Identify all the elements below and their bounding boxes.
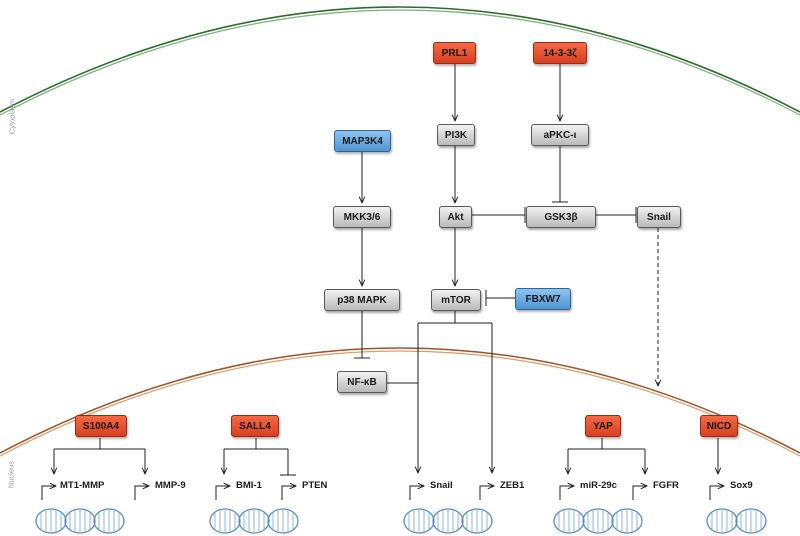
dna-helix-icon: [35, 508, 125, 534]
gene-snail: Snail: [430, 480, 453, 491]
promoter-mir29c: [559, 486, 574, 500]
node-nicd: NICD: [700, 415, 738, 437]
promoter-snail: [409, 486, 424, 500]
cell-membrane-arc-inner: [0, 9, 800, 116]
node-akt: Akt: [439, 206, 472, 228]
node-apkc-iota: aPKC-ι: [531, 124, 589, 146]
gene-sox9: Sox9: [730, 480, 753, 491]
nuclear-membrane-arc-inner: [0, 350, 800, 457]
dna-helix-icon: [706, 508, 767, 534]
dna-helix-icon: [209, 508, 299, 534]
nucleus-label: Nucleus: [6, 460, 16, 489]
gene-zeb1: ZEB1: [500, 480, 525, 491]
dna-helix-icon: [553, 508, 643, 534]
nuclear-membrane-arc: [0, 347, 800, 454]
promoter-mmp9: [134, 486, 149, 500]
cell-membrane-arc: [0, 6, 800, 113]
node-yap: YAP: [585, 415, 621, 437]
node-snail-cytoplasm: Snail: [637, 206, 681, 228]
gene-bmi-1: BMI-1: [236, 480, 262, 491]
node-p38-mapk: p38 MAPK: [324, 289, 400, 311]
cytoplasm-label: Cytoplasm: [7, 98, 17, 135]
node-14-3-3-zeta: 14-3-3ζ: [533, 42, 587, 64]
gene-mmp-9: MMP-9: [155, 480, 186, 491]
node-map3k4: MAP3K4: [334, 130, 391, 152]
node-sall4: SALL4: [231, 415, 279, 437]
gene-mt1-mmp: MT1-MMP: [60, 480, 105, 491]
promoter-fgfr: [632, 486, 647, 500]
gene-pten: PTEN: [302, 480, 328, 491]
node-mtor: mTOR: [431, 289, 481, 311]
node-prl1: PRL1: [433, 42, 476, 64]
node-pi3k: PI3K: [437, 124, 475, 146]
promoter-zeb1: [479, 486, 494, 500]
node-mkk36: MKK3/6: [333, 206, 391, 228]
gene-fgfr: FGFR: [653, 480, 679, 491]
promoter-bmi1: [215, 486, 230, 500]
node-nfkb: NF-κB: [337, 371, 387, 393]
node-s100a4: S100A4: [75, 415, 127, 437]
dna-helix-icon: [403, 508, 493, 534]
node-fbxw7: FBXW7: [515, 288, 571, 310]
promoter-pten: [281, 486, 296, 500]
node-gsk3b: GSK3β: [526, 206, 596, 228]
promoter-sox9: [709, 486, 724, 500]
gene-mir-29c: miR-29c: [580, 480, 617, 491]
promoter-mt1mmp: [41, 486, 56, 500]
